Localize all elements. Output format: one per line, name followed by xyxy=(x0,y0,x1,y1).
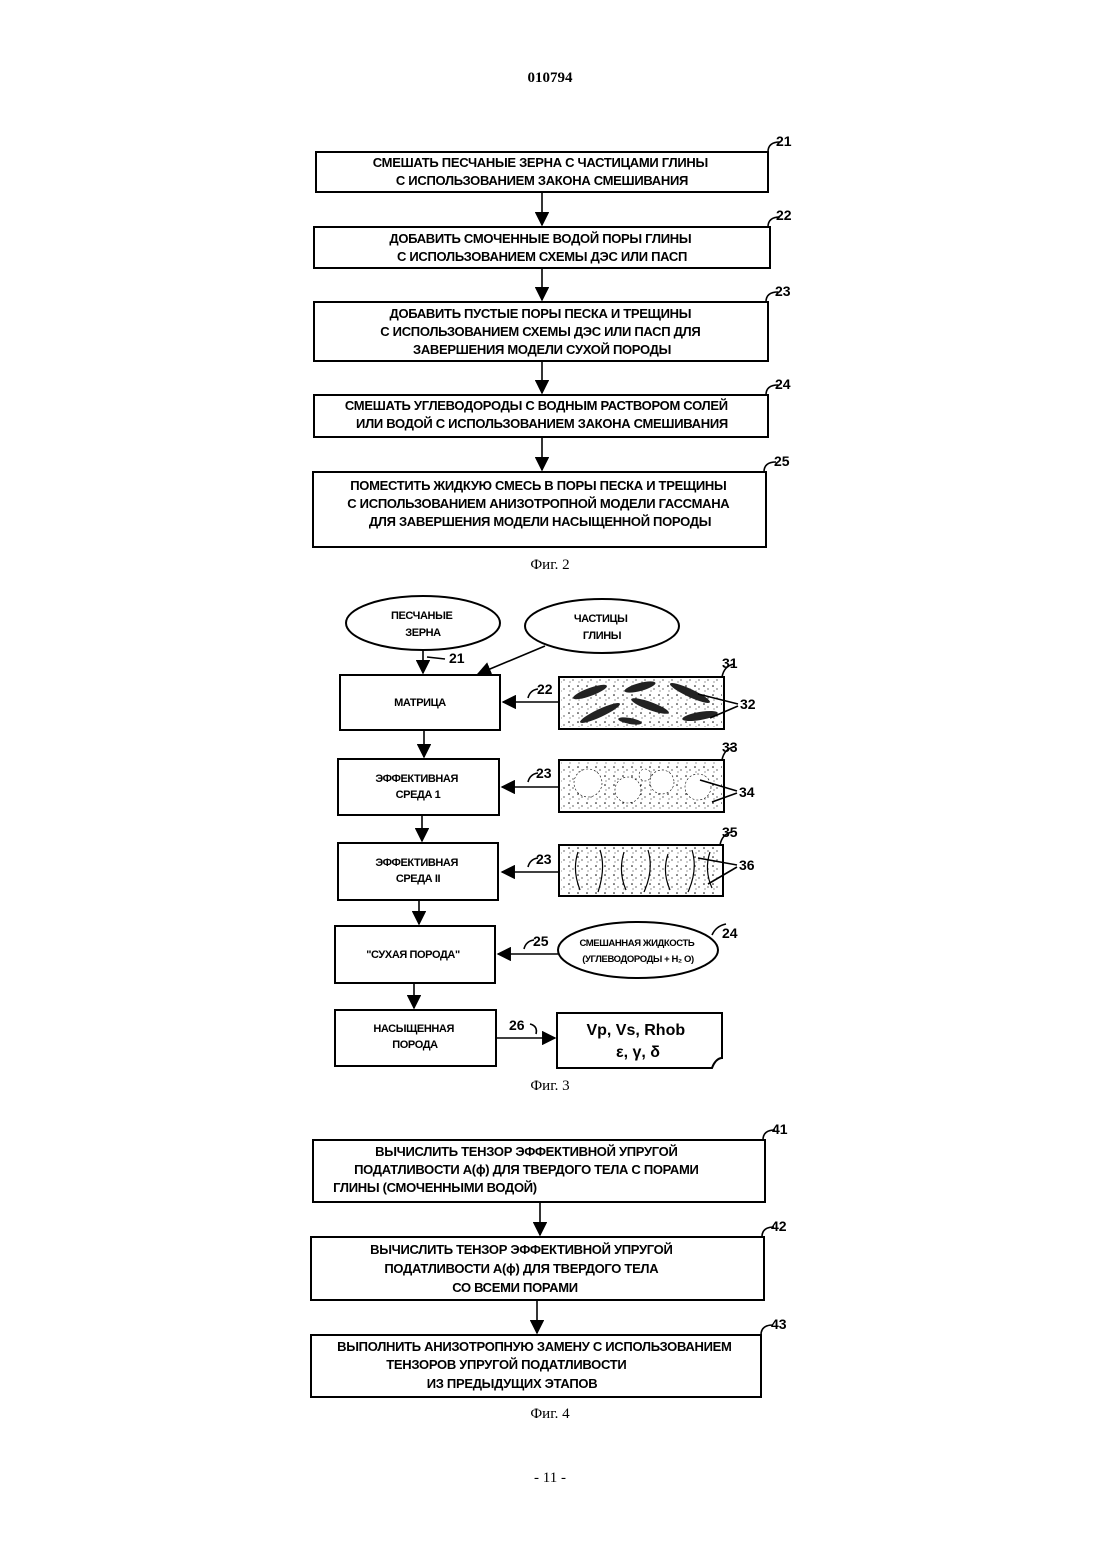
fig2-step-22-line2: С ИСПОЛЬЗОВАНИЕМ СХЕМЫ ДЭС ИЛИ ПАСП xyxy=(397,249,687,264)
fig2-label-22: 22 xyxy=(776,207,792,223)
fig3-label-23b: 23 xyxy=(536,851,552,867)
fig2-label-25: 25 xyxy=(774,453,790,469)
fig3-label-21: 21 xyxy=(449,650,465,666)
fig2-step-25-line2: С ИСПОЛЬЗОВАНИЕМ АНИЗОТРОПНОЙ МОДЕЛИ ГАС… xyxy=(347,496,730,511)
fig3-box-sat xyxy=(335,1010,496,1066)
fig2-flowchart: СМЕШАТЬ ПЕСЧАНЫЕ ЗЕРНА С ЧАСТИЦАМИ ГЛИНЫ… xyxy=(313,133,792,547)
fig2-step-25-line1: ПОМЕСТИТЬ ЖИДКУЮ СМЕСЬ В ПОРЫ ПЕСКА И ТР… xyxy=(350,478,726,493)
fig2-step-21-line2: С ИСПОЛЬЗОВАНИЕМ ЗАКОНА СМЕШИВАНИЯ xyxy=(396,173,688,188)
fig3-output-line2: ε, γ, δ xyxy=(616,1044,660,1061)
fig2-step-22: ДОБАВИТЬ СМОЧЕННЫЕ ВОДОЙ ПОРЫ ГЛИНЫ С ИС… xyxy=(314,207,792,268)
fig3-panel-cracks: 35 36 xyxy=(559,824,755,896)
fig3-label-22: 22 xyxy=(537,681,553,697)
fig3-label-33: 33 xyxy=(722,739,738,755)
fig3-ellipse-fluid xyxy=(558,922,718,978)
fig3-label-24: 24 xyxy=(722,925,738,941)
fig2-step-23: ДОБАВИТЬ ПУСТЫЕ ПОРЫ ПЕСКА И ТРЕЩИНЫ С И… xyxy=(314,283,791,361)
fig2-step-23-line1: ДОБАВИТЬ ПУСТЫЕ ПОРЫ ПЕСКА И ТРЕЩИНЫ xyxy=(390,306,692,321)
fig3-label-34: 34 xyxy=(739,784,755,800)
fig2-step-22-line1: ДОБАВИТЬ СМОЧЕННЫЕ ВОДОЙ ПОРЫ ГЛИНЫ xyxy=(389,231,691,246)
fig3-ellipse-clay xyxy=(525,599,679,653)
fig3-sat-line2: ПОРОДА xyxy=(392,1039,438,1051)
fig3-clay-line2: ГЛИНЫ xyxy=(583,630,622,642)
fig3-box-eff2 xyxy=(338,843,498,900)
fig3-eff1-line2: СРЕДА 1 xyxy=(396,789,441,801)
fig2-step-24-line1: СМЕШАТЬ УГЛЕВОДОРОДЫ С ВОДНЫМ РАСТВОРОМ … xyxy=(345,398,728,413)
fig4-step-42-line3: СО ВСЕМИ ПОРАМИ xyxy=(452,1280,578,1295)
fig2-step-23-line2: С ИСПОЛЬЗОВАНИЕМ СХЕМЫ ДЭС ИЛИ ПАСП ДЛЯ xyxy=(380,324,700,339)
fig2-step-25: ПОМЕСТИТЬ ЖИДКУЮ СМЕСЬ В ПОРЫ ПЕСКА И ТР… xyxy=(313,453,790,547)
fig3-diagram: ПЕСЧАНЫЕ ЗЕРНА ЧАСТИЦЫ ГЛИНЫ 21 МАТРИЦА xyxy=(335,596,756,1068)
fig3-matrix-label: МАТРИЦА xyxy=(394,697,446,709)
fig4-caption: Фиг. 4 xyxy=(530,1406,570,1422)
fig2-step-21: СМЕШАТЬ ПЕСЧАНЫЕ ЗЕРНА С ЧАСТИЦАМИ ГЛИНЫ… xyxy=(316,133,792,192)
fig4-step-41: ВЫЧИСЛИТЬ ТЕНЗОР ЭФФЕКТИВНОЙ УПРУГОЙ ПОД… xyxy=(313,1121,788,1202)
fig3-arrow-clay xyxy=(478,646,545,674)
fig3-ellipse-sand xyxy=(346,596,500,650)
page-number: 010794 xyxy=(528,70,574,86)
fig4-step-42-line1: ВЫЧИСЛИТЬ ТЕНЗОР ЭФФЕКТИВНОЙ УПРУГОЙ xyxy=(370,1242,672,1257)
fig3-label-31: 31 xyxy=(722,655,738,671)
fig4-step-43-line1: ВЫПОЛНИТЬ АНИЗОТРОПНУЮ ЗАМЕНУ С ИСПОЛЬЗО… xyxy=(337,1339,731,1354)
fig3-fluid-line1: СМЕШАННАЯ ЖИДКОСТЬ xyxy=(579,938,694,949)
fig2-caption: Фиг. 2 xyxy=(530,557,569,573)
fig2-step-21-line1: СМЕШАТЬ ПЕСЧАНЫЕ ЗЕРНА С ЧАСТИЦАМИ ГЛИНЫ xyxy=(373,155,708,170)
svg-text:ДОБАВИТЬ ПУСТЫЕ ПОРЫ ПЕСКА И Т: ДОБАВИТЬ ПУСТЫЕ ПОРЫ ПЕСКА И ТРЕЩИНЫ С И… xyxy=(380,306,704,357)
fig3-panel-clay-pores: 31 32 xyxy=(559,655,756,729)
fig2-label-23: 23 xyxy=(775,283,791,299)
fig3-label-32: 32 xyxy=(740,696,756,712)
fig4-step-43-line3: ИЗ ПРЕДЫДУЩИХ ЭТАПОВ xyxy=(427,1376,598,1391)
fig3-label-25: 25 xyxy=(533,933,549,949)
fig3-label-35: 35 xyxy=(722,824,738,840)
fig4-flowchart: ВЫЧИСЛИТЬ ТЕНЗОР ЭФФЕКТИВНОЙ УПРУГОЙ ПОД… xyxy=(311,1121,788,1397)
page-footer: - 11 - xyxy=(534,1470,566,1486)
fig2-label-21: 21 xyxy=(776,133,792,149)
fig3-label-26: 26 xyxy=(509,1017,525,1033)
fig3-sand-line1: ПЕСЧАНЫЕ xyxy=(391,610,452,622)
fig3-fluid-line2: (УГЛЕВОДОРОДЫ + H₂ O) xyxy=(582,954,694,965)
fig3-eff1-line1: ЭФФЕКТИВНАЯ xyxy=(375,773,458,785)
fig3-eff2-line1: ЭФФЕКТИВНАЯ xyxy=(375,857,458,869)
fig4-step-42-line2: ПОДАТЛИВОСТИ A(ϕ) ДЛЯ ТВЕРДОГО ТЕЛА xyxy=(384,1261,659,1276)
fig4-step-42: ВЫЧИСЛИТЬ ТЕНЗОР ЭФФЕКТИВНОЙ УПРУГОЙ ПОД… xyxy=(311,1218,787,1300)
fig3-label-23a: 23 xyxy=(536,765,552,781)
fig2-step-23-line3: ЗАВЕРШЕНИЯ МОДЕЛИ СУХОЙ ПОРОДЫ xyxy=(413,342,671,357)
fig3-label-36: 36 xyxy=(739,857,755,873)
fig2-step-25-line3: ДЛЯ ЗАВЕРШЕНИЯ МОДЕЛИ НАСЫЩЕННОЙ ПОРОДЫ xyxy=(369,514,711,529)
fig3-clay-line1: ЧАСТИЦЫ xyxy=(574,613,628,625)
fig3-caption: Фиг. 3 xyxy=(530,1078,569,1094)
fig4-step-41-line1: ВЫЧИСЛИТЬ ТЕНЗОР ЭФФЕКТИВНОЙ УПРУГОЙ xyxy=(375,1144,677,1159)
fig4-step-43: ВЫПОЛНИТЬ АНИЗОТРОПНУЮ ЗАМЕНУ С ИСПОЛЬЗО… xyxy=(311,1316,787,1397)
fig3-output-line1: Vp, Vs, Rhob xyxy=(586,1022,685,1039)
fig3-panel-sand-pores: 33 34 xyxy=(559,739,755,812)
fig4-label-42: 42 xyxy=(771,1218,787,1234)
fig3-sand-line2: ЗЕРНА xyxy=(405,627,441,639)
fig3-dry-label: "СУХАЯ ПОРОДА" xyxy=(366,949,460,961)
fig3-sat-line1: НАСЫЩЕННАЯ xyxy=(373,1023,454,1035)
svg-text:ПОМЕСТИТЬ ЖИДКУЮ СМЕСЬ В ПОРЫ: ПОМЕСТИТЬ ЖИДКУЮ СМЕСЬ В ПОРЫ ПЕСКА И ТР… xyxy=(347,478,732,529)
fig4-label-43: 43 xyxy=(771,1316,787,1332)
fig4-step-41-line2: ПОДАТЛИВОСТИ A(ϕ) ДЛЯ ТВЕРДОГО ТЕЛА С ПО… xyxy=(354,1162,698,1177)
fig2-step-24: СМЕШАТЬ УГЛЕВОДОРОДЫ С ВОДНЫМ РАСТВОРОМ … xyxy=(314,376,791,437)
fig2-label-24: 24 xyxy=(775,376,791,392)
fig4-label-41: 41 xyxy=(772,1121,788,1137)
fig4-step-41-line3: ГЛИНЫ (СМОЧЕННЫМИ ВОДОЙ) xyxy=(333,1180,537,1195)
fig3-box-eff1 xyxy=(338,759,499,815)
fig2-step-24-line2: ИЛИ ВОДОЙ С ИСПОЛЬЗОВАНИЕМ ЗАКОНА СМЕШИВ… xyxy=(356,416,728,431)
fig3-eff2-line2: СРЕДА II xyxy=(396,873,441,885)
fig4-step-43-line2: ТЕНЗОРОВ УПРУГОЙ ПОДАТЛИВОСТИ xyxy=(386,1357,626,1372)
